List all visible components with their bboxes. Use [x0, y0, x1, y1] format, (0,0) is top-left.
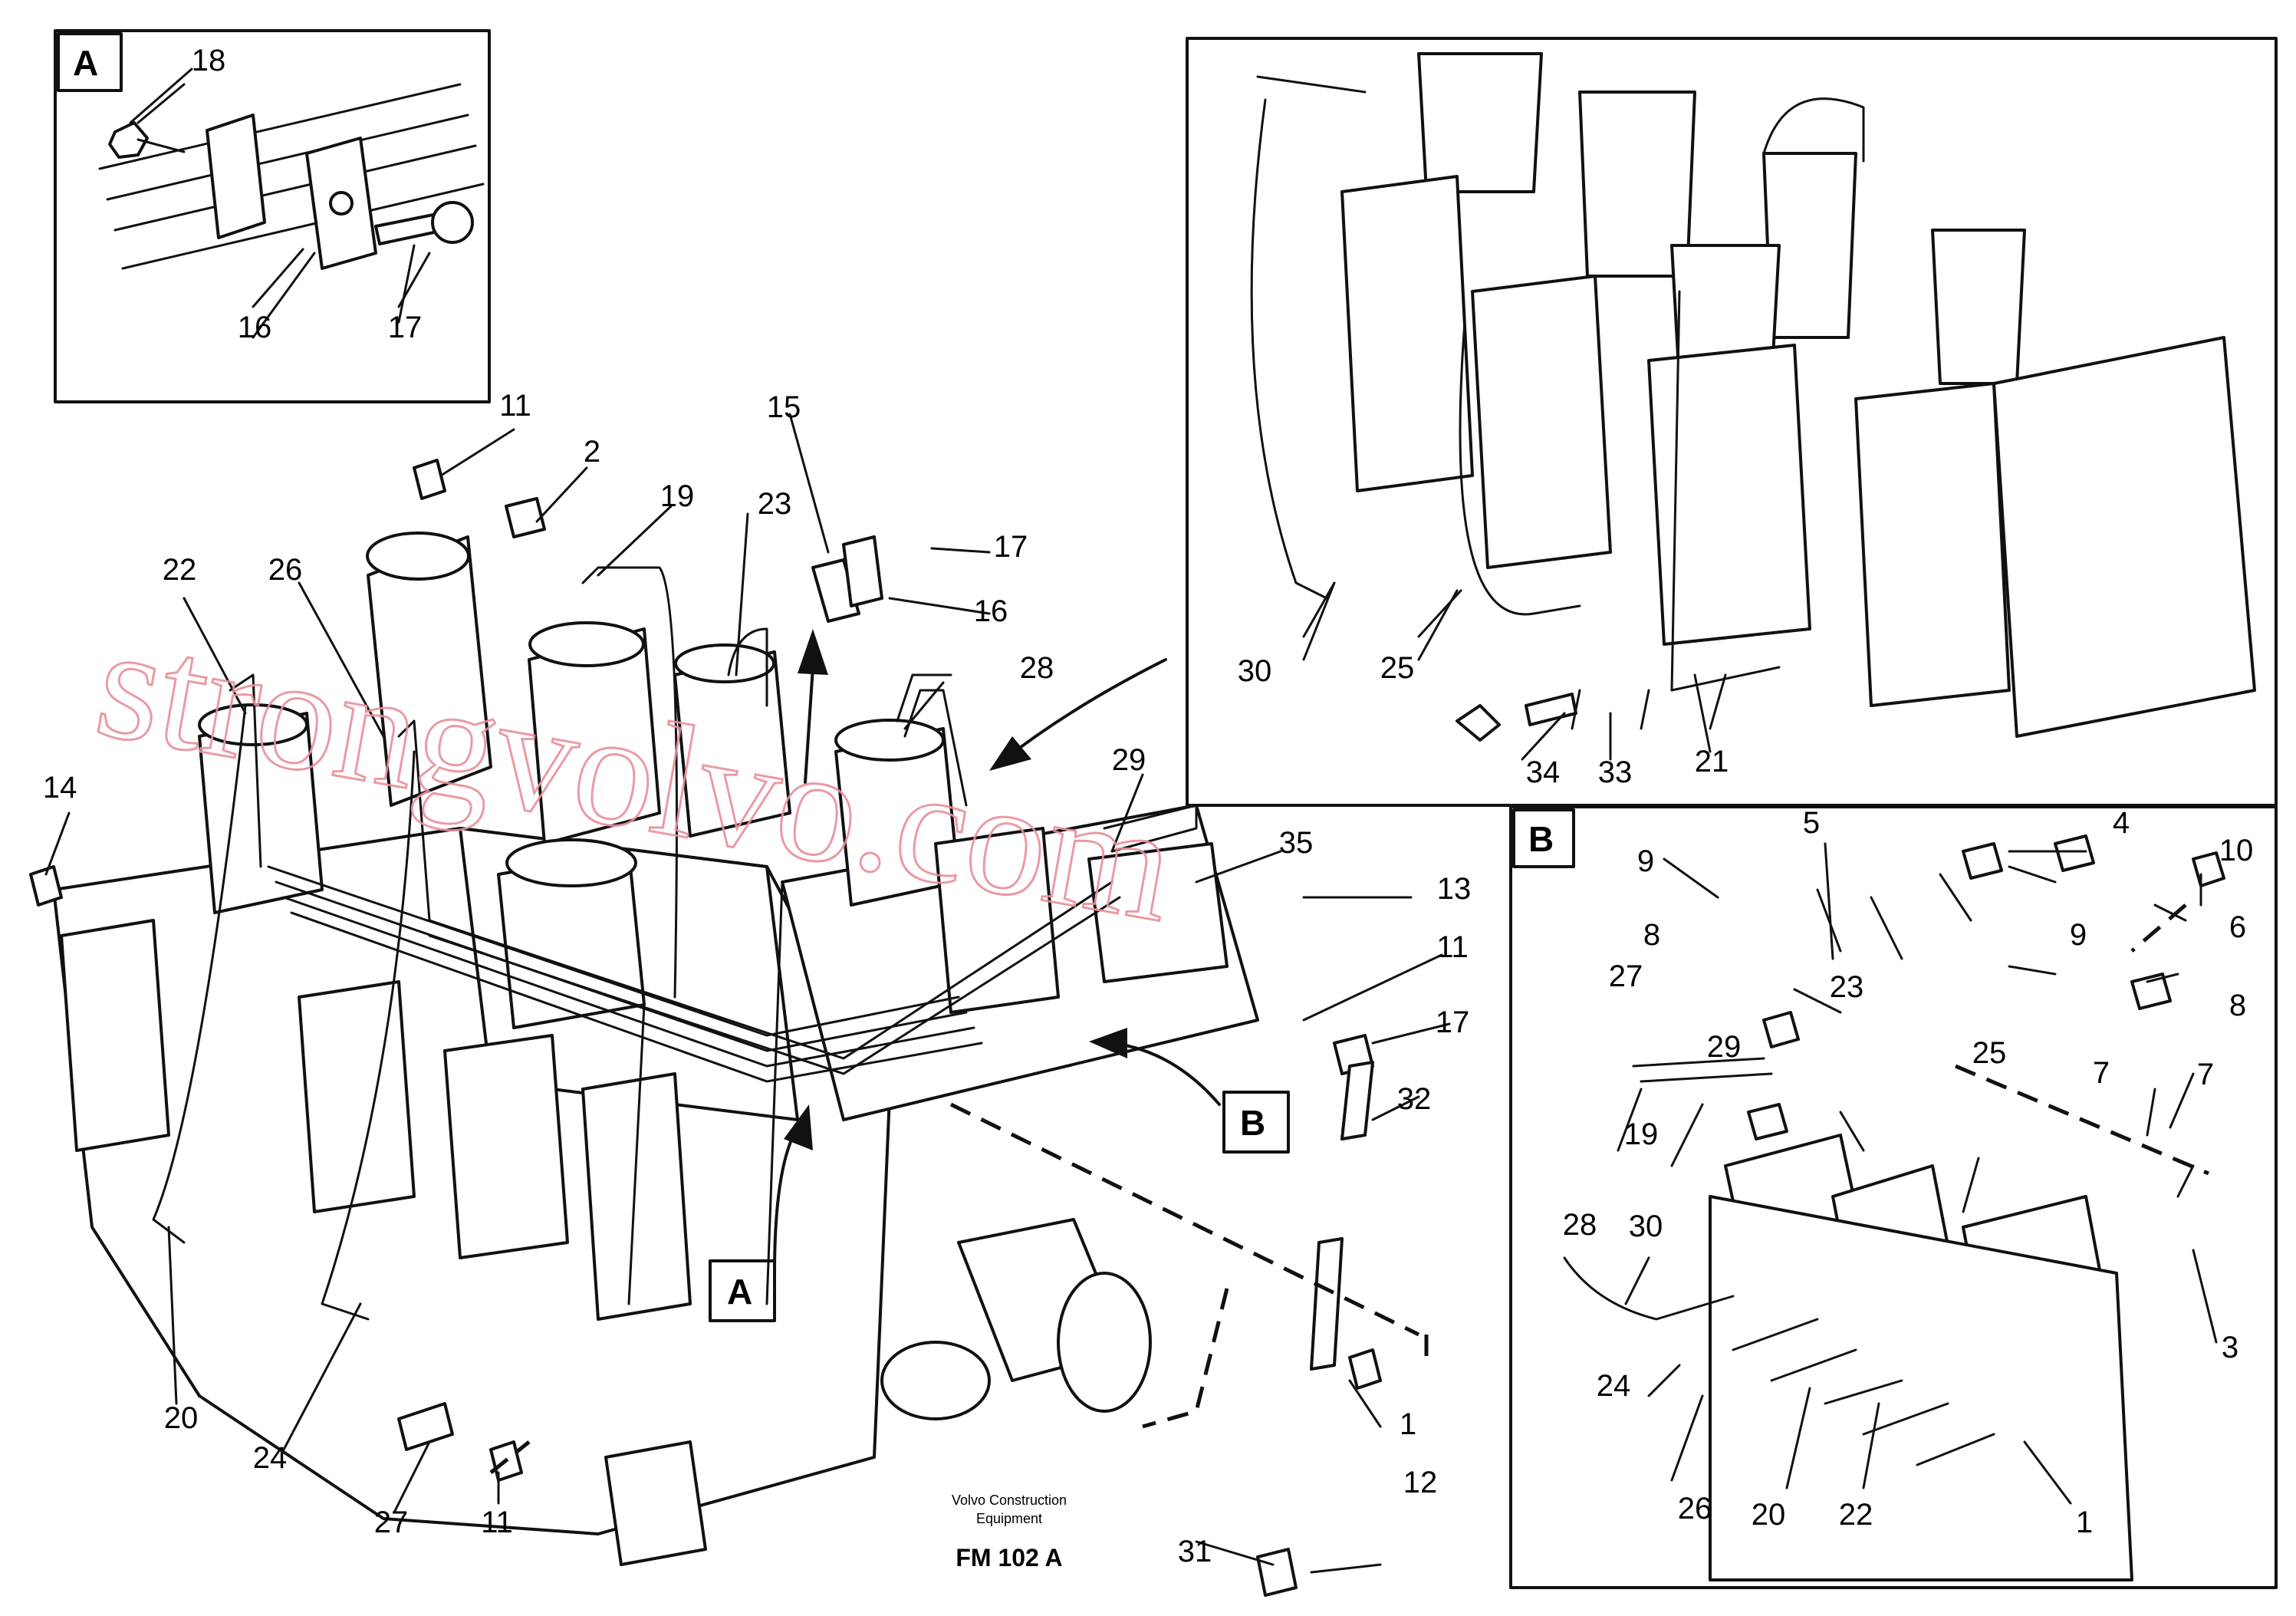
drawing-code: FM 102 A: [956, 1544, 1062, 1572]
detail-a-marker: A: [727, 1272, 752, 1312]
callout-number: 8: [1643, 918, 1660, 952]
callout-number: 9: [2070, 918, 2087, 952]
callout-number: 18: [192, 44, 226, 77]
callout-number: 13: [1437, 872, 1472, 906]
callout-number: 7: [2197, 1058, 2214, 1091]
detail-letters: A B B A: [73, 43, 1554, 1322]
callout-number: 28: [1020, 651, 1054, 685]
callout-number: 6: [2229, 910, 2246, 944]
callout-number: 8: [2229, 989, 2246, 1022]
callout-number: 25: [1380, 651, 1415, 685]
callout-number: 14: [43, 771, 77, 805]
callout-number: 28: [1563, 1208, 1597, 1242]
callout-number: 20: [1752, 1498, 1786, 1532]
callout-number: 21: [1695, 745, 1729, 778]
detail-a-inset-label: A: [73, 43, 98, 83]
callout-number: 16: [238, 311, 272, 344]
callout-number: 1: [1400, 1407, 1416, 1441]
callout-number: 30: [1238, 654, 1272, 688]
callout-number: 3: [2222, 1331, 2238, 1364]
drawing-footer: Volvo Construction Equipment FM 102 A: [952, 1493, 1067, 1572]
callout-number: 11: [481, 1506, 513, 1539]
callout-number: 2: [584, 435, 600, 469]
callout-number: 12: [1403, 1466, 1438, 1499]
callout-number: 29: [1112, 743, 1146, 777]
callout-number: 17: [388, 311, 423, 344]
callout-number: 17: [1436, 1005, 1470, 1039]
callout-number: 22: [163, 553, 197, 587]
detail-a-inset: [54, 29, 491, 403]
callout-number: 23: [1830, 970, 1864, 1004]
callout-number: 26: [268, 553, 303, 587]
callout-number: 11: [499, 389, 531, 423]
callout-number: 4: [2113, 806, 2130, 840]
callout-number: 22: [1839, 1498, 1873, 1532]
valve-bank-detail-inset: [1186, 37, 2278, 807]
callout-number: 26: [1678, 1492, 1712, 1525]
callout-number: 7: [2093, 1056, 2110, 1090]
detail-b-marker: B: [1240, 1103, 1265, 1143]
callout-number: 5: [1803, 806, 1820, 840]
callout-number: 19: [660, 479, 695, 513]
callout-number: 24: [253, 1441, 288, 1475]
callout-number: 27: [374, 1506, 409, 1539]
callout-number: 27: [1609, 959, 1643, 993]
callout-number: 35: [1279, 826, 1314, 860]
callout-number: 25: [1972, 1036, 2007, 1070]
callout-number: 17: [994, 530, 1028, 564]
callout-number: 23: [758, 487, 792, 521]
detail-b-inset: [1509, 805, 2278, 1589]
callout-number: 34: [1526, 755, 1561, 789]
leader-lines: [44, 67, 2218, 1574]
callout-number: 1: [2076, 1506, 2093, 1539]
callout-number: 9: [1637, 844, 1654, 878]
callout-number: 15: [767, 390, 801, 424]
footer-line1: Volvo Construction: [952, 1493, 1067, 1508]
callout-number: 16: [974, 594, 1008, 628]
callout-number: 30: [1629, 1210, 1663, 1243]
callout-number: 33: [1598, 755, 1633, 789]
callout-number: 32: [1397, 1082, 1432, 1116]
callout-number: 31: [1178, 1535, 1212, 1568]
callout-number: 29: [1707, 1030, 1742, 1064]
callout-number: 19: [1624, 1117, 1659, 1151]
callout-number: 20: [164, 1401, 199, 1435]
callout-number: 11: [1436, 930, 1469, 964]
callout-number: 10: [2219, 834, 2254, 867]
detail-arrows: [773, 629, 1221, 1275]
main-valve-assembly: [29, 459, 1429, 1597]
callout-number: 24: [1597, 1369, 1631, 1403]
footer-line2: Equipment: [976, 1511, 1042, 1526]
detail-b-inset-label: B: [1528, 819, 1554, 859]
